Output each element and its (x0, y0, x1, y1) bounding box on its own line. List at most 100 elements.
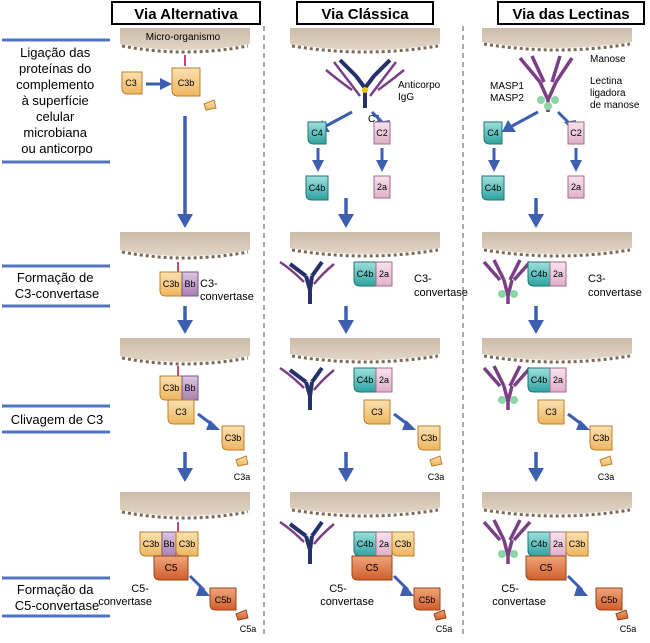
header-classical-text: Via Clássica (321, 6, 409, 23)
step-c3-convertase: Formação de C3-convertase (2, 264, 110, 308)
svg-text:C5- convertase: C5- convertase (492, 583, 546, 608)
microorganism-label: Micro-organismo (146, 32, 221, 43)
alt4-c5a-label: C5a (240, 624, 257, 634)
alt-panel-1: Micro-organismo C3 C3b (120, 28, 250, 111)
cla4-c4b-label: C4b (357, 539, 374, 549)
lec-panel-2: C4b 2a C3- convertase (482, 232, 642, 304)
alt4-c5 (153, 555, 189, 581)
cla-arrowhead-1 (338, 214, 354, 228)
header-lectin-text: Via das Lectinas (512, 6, 629, 23)
masp1-label: MASP1 (490, 81, 524, 92)
cla2-c4b-label: C4b (357, 269, 374, 279)
svg-text:C5- convertase: C5- convertase (98, 583, 152, 608)
lec4-c4b-label: C4b (531, 539, 548, 549)
masp-labels: MASP1 MASP2 (490, 81, 527, 104)
mbl-l2: ligadora (590, 88, 626, 99)
mannose-label: Manose (590, 54, 626, 65)
alt-arrowhead-2 (177, 320, 193, 334)
alt-c3a-fragment (203, 99, 217, 111)
cla4-c5-label: C5 (366, 563, 379, 574)
cla-c5conv-l1: C5- (329, 583, 347, 595)
lec-arrowhead-3 (528, 468, 544, 482)
cla4-c5a-label: C5a (436, 624, 453, 634)
cla3-c3a-label: C3a (428, 472, 445, 482)
lec4-c5-label: C5 (540, 563, 553, 574)
mbl-l1: Lectina (590, 76, 623, 87)
binding-line-4: à superfície (22, 93, 89, 108)
binding-line-3: complemento (16, 77, 94, 92)
antibody-l2: IgG (398, 92, 414, 103)
alt-c3-free-label: C3 (125, 78, 137, 88)
cla4-c3b-label: C3b (395, 539, 412, 549)
c5conv-line-1: Formação da (17, 582, 94, 597)
binding-line-2: proteínas do (19, 61, 91, 76)
cla-antibody-1 (325, 58, 405, 108)
lec-panel-3: C4b 2a C3 C3b C3a (482, 338, 632, 482)
step-binding: Ligação das proteínas do complemento à s… (2, 38, 110, 164)
c1-label: C1 (368, 114, 381, 125)
alt4-bb-label: Bb (163, 539, 174, 549)
cla3-c4b-label: C4b (357, 375, 374, 385)
cla3-c3-label: C3 (371, 407, 383, 417)
alt-c3b-bound (171, 67, 201, 97)
alt-c5conv-l1: C5- (131, 583, 149, 595)
lec-c5conv-l2: convertase (492, 596, 546, 608)
alt4-c5-label: C5 (165, 563, 178, 574)
cla-arrowhead-3 (338, 468, 354, 482)
cla4-c5b-label: C5b (419, 595, 436, 605)
lec-c4-label: C4 (487, 128, 499, 138)
alt-c5conv-l2: convertase (98, 596, 152, 608)
cla-c2a-label: 2a (377, 182, 387, 192)
lec-arrowhead-2 (528, 320, 544, 334)
masp2-label: MASP2 (490, 93, 524, 104)
svg-text:C3- convertase: C3- convertase (414, 273, 468, 299)
alt-arrowhead-3 (177, 468, 193, 482)
cla-panel-4: C4b 2a C3b C5 C5- convertase C5b C5a (279, 492, 453, 634)
cla-c3conv-l2: convertase (414, 287, 468, 299)
step-c5-convertase: Formação da C5-convertase (2, 576, 110, 618)
alt-c3b-bound-label: C3b (178, 78, 195, 88)
binding-line-5: celular (36, 109, 75, 124)
cla3-c3b-label: C3b (421, 433, 438, 443)
c5conv-line-2: C5-convertase (15, 598, 100, 613)
lec-panel-4: C4b 2a C3b C5 C5- convertase C5b C5a (482, 492, 636, 634)
lec4-c5b-label: C5b (601, 595, 618, 605)
alt-c3b-conv-label: C3b (163, 279, 180, 289)
cla-c4b-label: C4b (309, 183, 326, 193)
c3conv-line-1: Formação de (17, 270, 94, 285)
lec3-c3b-label: C3b (593, 433, 610, 443)
lec2-c4b-label: C4b (531, 269, 548, 279)
cla4-c2a-label: 2a (379, 539, 389, 549)
alt-c3conv-l2: convertase (200, 291, 254, 303)
alt3-c3-label: C3 (175, 407, 187, 417)
svg-text:C3- convertase: C3- convertase (200, 278, 254, 303)
c3cleave-line-1: Clivagem de C3 (11, 412, 104, 427)
cla-c3conv-l1: C3- (414, 273, 432, 285)
lec4-c2a-label: 2a (553, 539, 563, 549)
lec-mbl-1 (518, 55, 574, 112)
cla-panel-1: Anticorpo IgG C1 C4 C2 C4b 2a (290, 28, 443, 201)
antibody-label: Anticorpo IgG (398, 80, 443, 103)
step-c3-cleavage: Clivagem de C3 (2, 404, 110, 434)
cla2-c2a-label: 2a (379, 269, 389, 279)
alt-c3conv-l1: C3- (200, 278, 218, 290)
lec4-c3b-label: C3b (569, 539, 586, 549)
alt-c3b-conv (159, 271, 183, 297)
lec-c2-label: C2 (570, 128, 582, 138)
lec-c3conv-l2: convertase (588, 287, 642, 299)
cla-arrowhead-2 (338, 320, 354, 334)
alt-panel-4: C3b Bb C3b C5 C5- convertase C5b C5a (98, 492, 256, 634)
cla-c5conv-l2: convertase (320, 596, 374, 608)
lec3-c4b-label: C4b (531, 375, 548, 385)
c3conv-line-2: C3-convertase (15, 286, 100, 301)
lec-panel-1: Manose MASP1 MASP2 Lectina ligadora de m… (481, 28, 640, 201)
header-classical: Via Clássica (296, 1, 434, 25)
cla-c2-label: C2 (376, 128, 388, 138)
alt3-bb-label: Bb (184, 383, 195, 393)
header-alternative-text: Via Alternativa (134, 6, 238, 23)
lec3-c3-label: C3 (545, 407, 557, 417)
binding-line-7: ou anticorpo (21, 141, 93, 156)
header-lectin: Via das Lectinas (497, 1, 645, 25)
lec4-c5a-label: C5a (620, 624, 637, 634)
